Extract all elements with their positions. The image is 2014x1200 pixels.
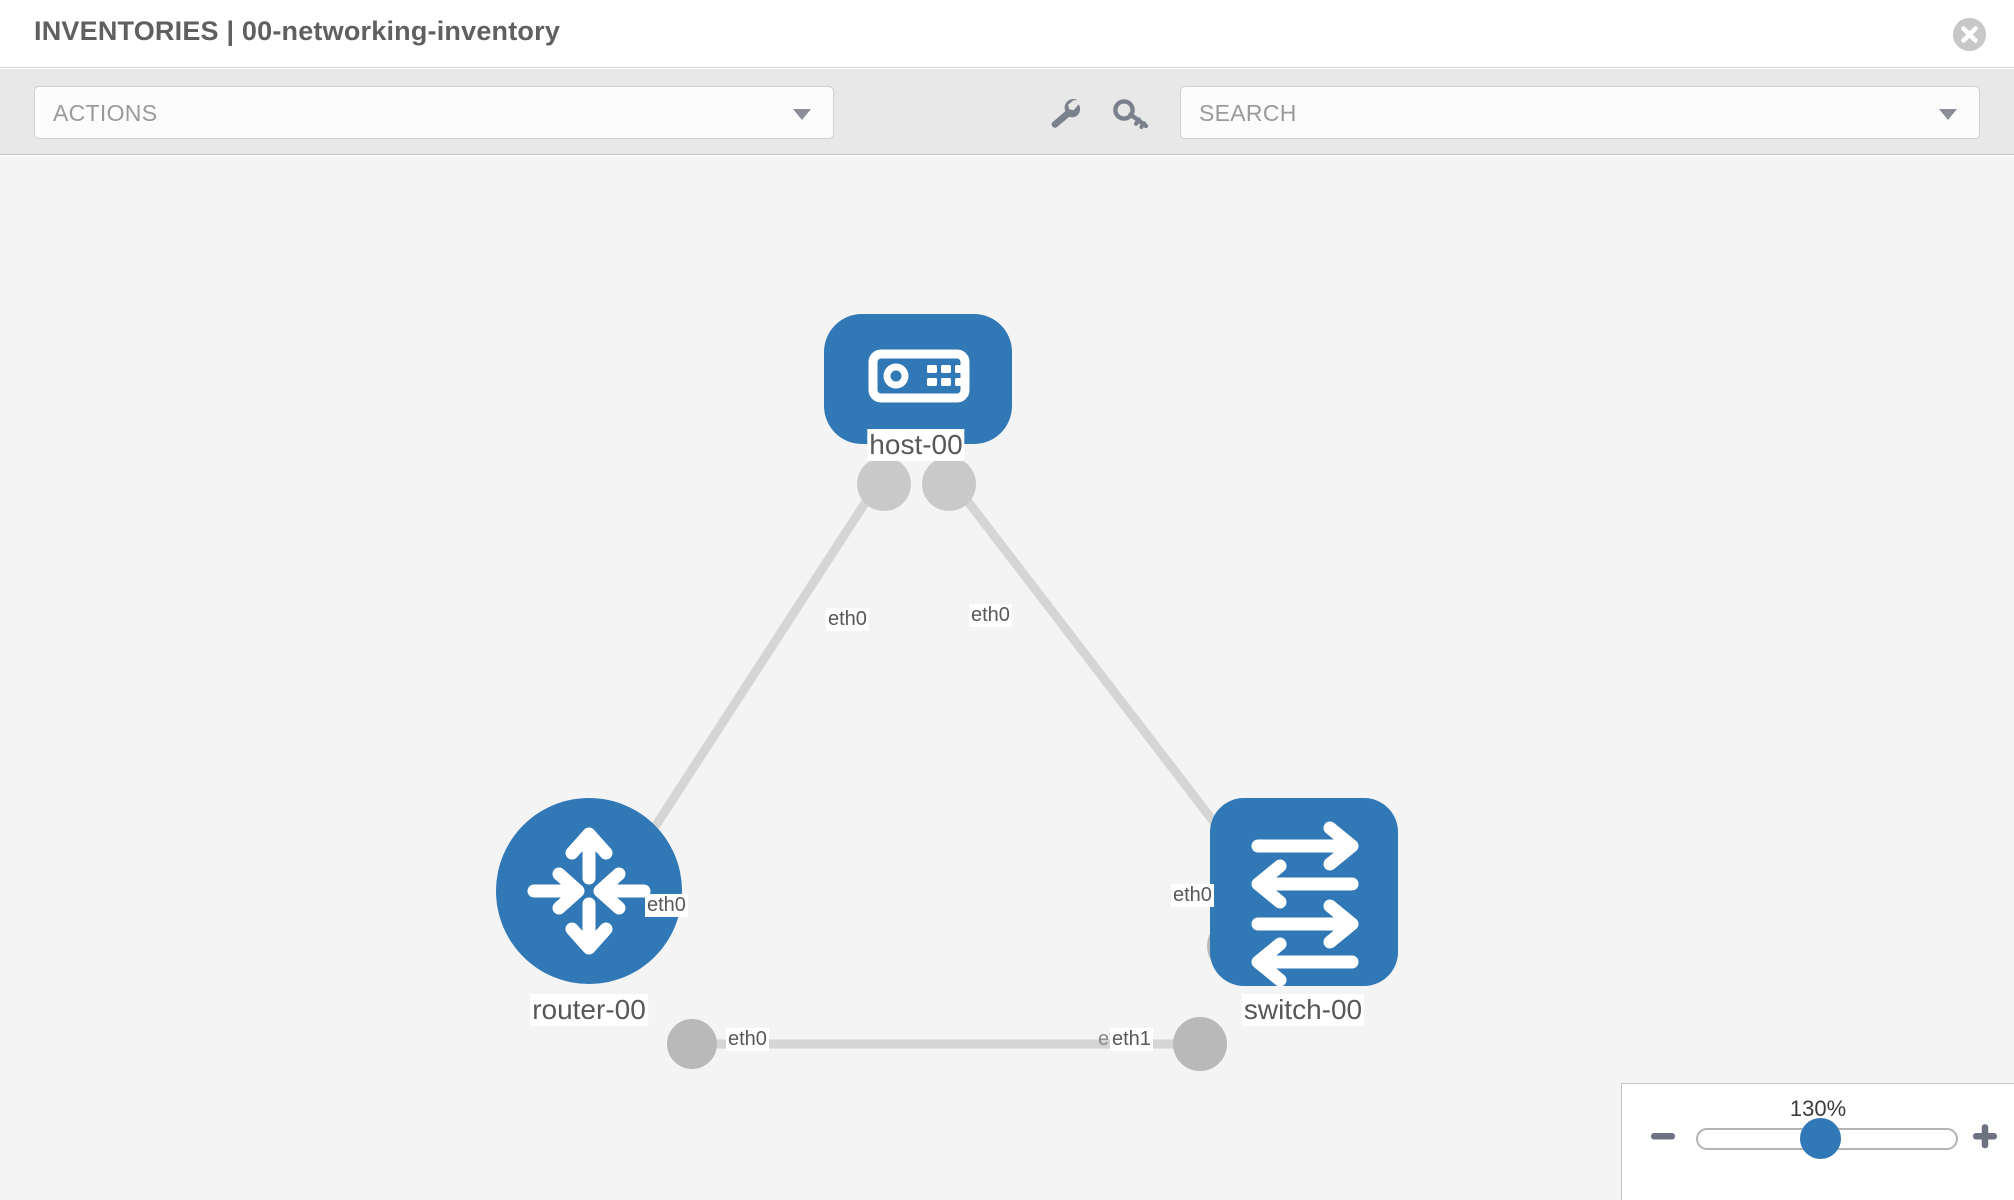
topology-canvas[interactable]: host-00 router-00 switch-00 eth0 eth0 et… (0, 156, 2014, 1200)
connector-router00-eth0 (667, 1019, 717, 1069)
iface-label-switch00-uplink-eth0[interactable]: eth0 (1171, 884, 1214, 907)
connector-host00-eth0-left (857, 457, 911, 511)
chevron-down-icon[interactable] (1939, 109, 1957, 120)
topology-links (632, 483, 1244, 1049)
link-host00-router00 (632, 483, 880, 859)
zoom-control-panel: 130% (1621, 1083, 2014, 1200)
connector-host00-eth0-right (922, 457, 976, 511)
search-input[interactable]: SEARCH (1180, 86, 1980, 139)
close-icon[interactable] (1953, 18, 1986, 51)
actions-dropdown-label: ACTIONS (53, 100, 158, 126)
node-switch-00 (1210, 798, 1398, 987)
node-label-router-00[interactable]: router-00 (530, 994, 648, 1026)
toolbar: ACTIONS SEARCH (0, 69, 2014, 155)
page-title: INVENTORIES | 00-networking-inventory (34, 16, 561, 46)
plus-icon[interactable] (1970, 1121, 2000, 1151)
node-router-00 (496, 798, 682, 984)
node-label-switch-00[interactable]: switch-00 (1241, 994, 1365, 1026)
connector-switch00-eth1 (1173, 1017, 1227, 1071)
actions-dropdown[interactable]: ACTIONS (34, 86, 834, 139)
zoom-percent-label: 130% (1789, 1096, 1847, 1121)
wrench-icon[interactable] (1047, 97, 1083, 131)
key-icon[interactable] (1113, 97, 1149, 131)
node-host-00 (824, 314, 1012, 444)
iface-label-host00-eth0-left[interactable]: eth0 (826, 608, 869, 631)
search-placeholder: SEARCH (1199, 100, 1297, 126)
iface-label-switch00-eth1[interactable]: eth1 (1110, 1028, 1153, 1051)
node-label-host-00[interactable]: host-00 (867, 429, 965, 461)
iface-label-router00-uplink-eth0[interactable]: eth0 (645, 894, 688, 917)
link-host00-switch00 (952, 483, 1244, 859)
iface-label-host00-eth0-right[interactable]: eth0 (969, 604, 1012, 627)
minus-icon[interactable] (1648, 1121, 1678, 1151)
iface-label-router00-eth0[interactable]: eth0 (726, 1028, 769, 1051)
zoom-slider-thumb[interactable] (1800, 1118, 1841, 1159)
page-header: INVENTORIES | 00-networking-inventory (0, 0, 2014, 68)
chevron-down-icon (793, 109, 811, 120)
